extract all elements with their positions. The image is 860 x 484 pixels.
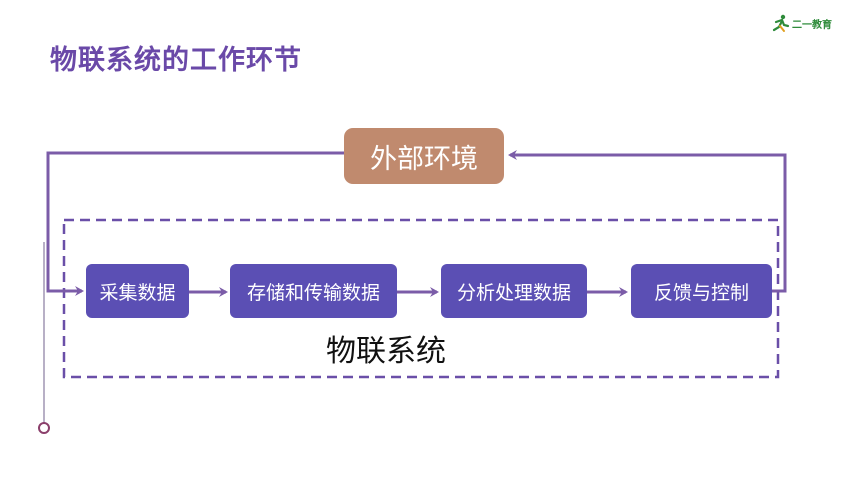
logo-text: 二一教育	[792, 20, 832, 31]
decorative-vertical-line	[43, 242, 45, 424]
step-feedback-control: 反馈与控制	[631, 264, 772, 318]
step-collect-data: 采集数据	[86, 264, 189, 318]
system-label: 物联系统	[326, 334, 446, 369]
system-boundary	[62, 218, 780, 379]
arrow-feedback-to-env	[508, 150, 787, 293]
step-analyze-data: 分析处理数据	[441, 264, 587, 318]
logo: 二一教育	[770, 14, 832, 34]
runner-icon	[772, 14, 790, 32]
decorative-dot	[38, 422, 50, 434]
step-store-transmit-data: 存储和传输数据	[230, 264, 397, 318]
arrow-env-to-collect	[46, 151, 344, 296]
environment-box: 外部环境	[344, 128, 504, 184]
page-title: 物联系统的工作环节	[50, 45, 302, 76]
